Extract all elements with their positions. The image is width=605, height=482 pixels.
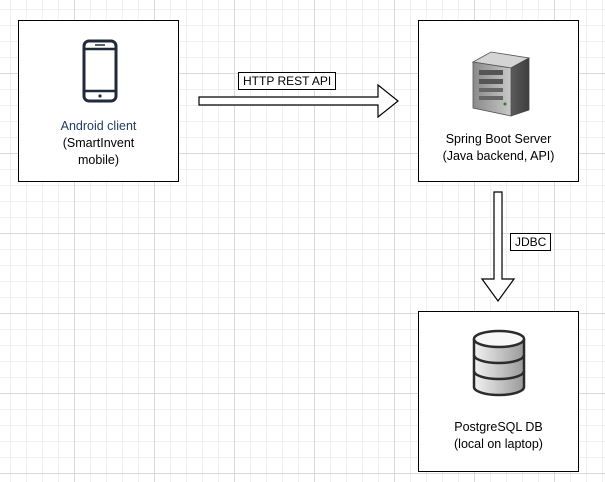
postgresql-db-label: PostgreSQL DB (local on laptop) <box>419 419 578 453</box>
database-cylinder-icon <box>472 329 526 397</box>
android-client-subtitle-2: mobile) <box>78 153 119 167</box>
server-tower-icon <box>471 51 531 117</box>
android-client-node[interactable]: Android client (SmartInvent mobile) <box>18 20 179 182</box>
http-rest-api-label: HTTP REST API <box>238 72 337 90</box>
spring-boot-server-node[interactable]: Spring Boot Server (Java backend, API) <box>418 20 579 182</box>
http-rest-arrow[interactable] <box>198 83 400 119</box>
postgresql-db-node[interactable]: PostgreSQL DB (local on laptop) <box>418 311 579 472</box>
jdbc-arrow[interactable] <box>480 191 516 303</box>
spring-boot-server-subtitle: (Java backend, API) <box>442 149 555 163</box>
smartphone-icon <box>82 39 118 103</box>
jdbc-label: JDBC <box>510 233 552 251</box>
spring-boot-server-label: Spring Boot Server (Java backend, API) <box>419 131 578 165</box>
postgresql-db-subtitle: (local on laptop) <box>454 437 543 451</box>
spring-boot-server-title: Spring Boot Server <box>445 132 552 146</box>
android-client-label: Android client (SmartInvent mobile) <box>19 118 178 169</box>
postgresql-db-title: PostgreSQL DB <box>454 420 543 434</box>
android-client-subtitle: (SmartInvent <box>62 136 135 150</box>
android-client-title: Android client <box>60 119 137 133</box>
